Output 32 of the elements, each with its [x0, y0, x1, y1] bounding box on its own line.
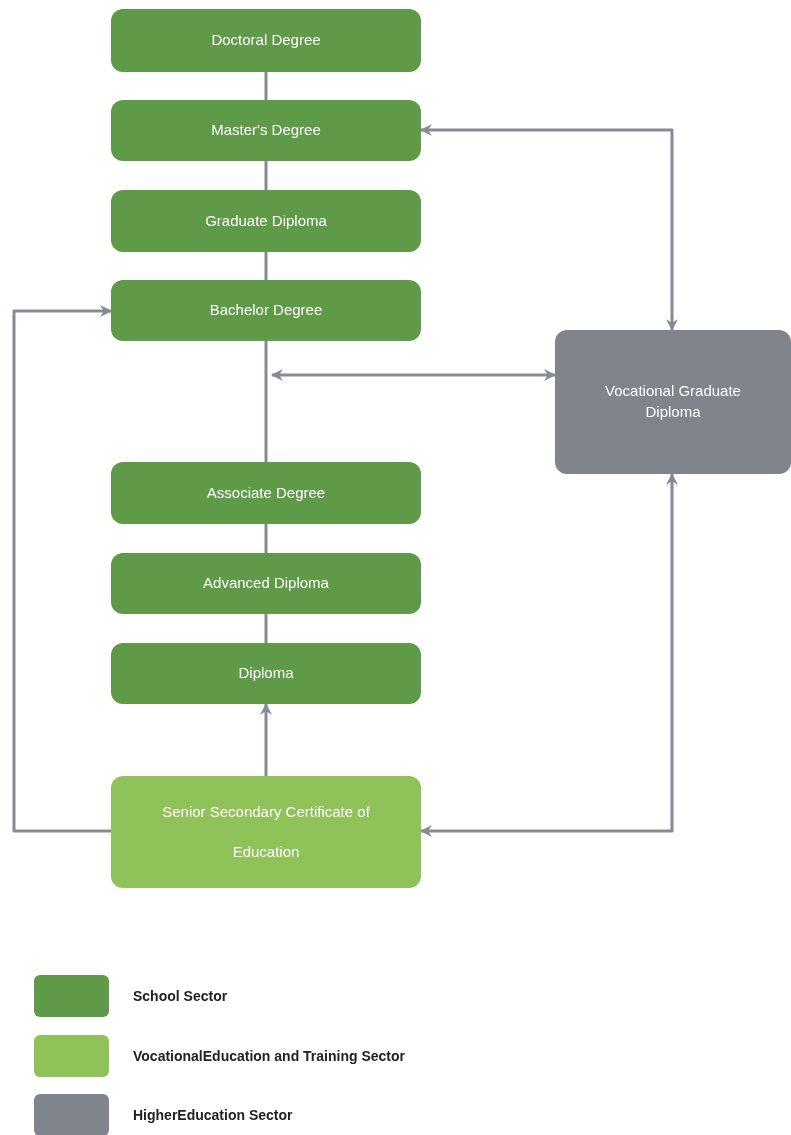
legend-label: School Sector — [133, 987, 228, 1006]
degree-box — [111, 190, 421, 252]
connector-line — [264, 161, 268, 190]
legend-label: VocationalEducation and Training Sector — [133, 1047, 405, 1066]
connector-line — [264, 341, 268, 462]
box-label: Diploma — [238, 663, 294, 684]
connector-line — [264, 614, 268, 643]
degree-box — [111, 9, 421, 72]
connector-line — [264, 524, 268, 553]
arrow — [420, 473, 678, 837]
degree-box — [111, 462, 421, 524]
arrow — [260, 703, 272, 776]
box-label: Doctoral Degree — [211, 30, 321, 51]
degree-box — [111, 280, 421, 341]
certificate-box — [111, 776, 421, 888]
box-label: Senior Secondary Certificate of Education — [161, 802, 371, 862]
degree-box — [111, 643, 421, 704]
degree-box — [111, 553, 421, 614]
connector-line — [264, 72, 268, 100]
arrow — [420, 124, 678, 331]
arrow — [271, 369, 556, 381]
box-label: Vocational Graduate Diploma — [604, 381, 742, 422]
box-label: Master's Degree — [211, 120, 321, 141]
diploma-box — [555, 330, 791, 474]
legend-label: HigherEducation Sector — [133, 1106, 293, 1125]
box-label: Bachelor Degree — [209, 300, 323, 321]
connector-line — [264, 252, 268, 280]
box-label: Advanced Diploma — [203, 573, 329, 594]
box-label: Associate Degree — [206, 482, 326, 503]
degree-box — [111, 100, 421, 161]
box-label: Graduate Diploma — [205, 210, 327, 231]
arrow — [12, 305, 112, 833]
